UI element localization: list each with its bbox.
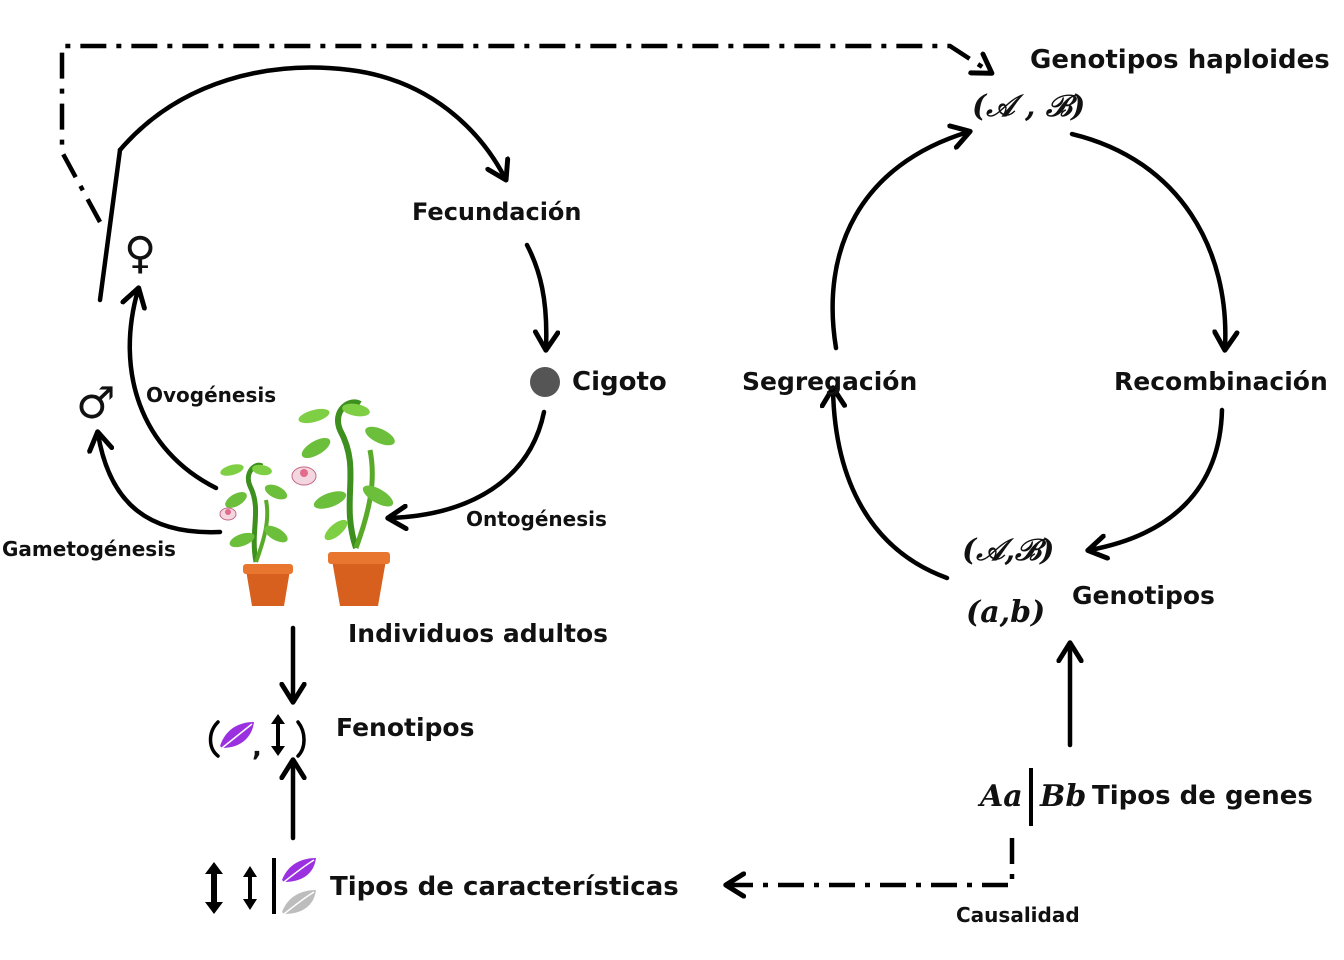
arrow-ovogenesis [130, 290, 219, 491]
characteristic-types [205, 858, 316, 915]
label-tipos-caracteristicas: Tipos de características [330, 872, 679, 902]
arrow-to-genotipos [1090, 407, 1225, 550]
arrow-to-recombinacion [1069, 131, 1225, 348]
large-pea-plant [291, 399, 395, 606]
label-causalidad: Causalidad [956, 903, 1080, 927]
label-genotipos: Genotipos [1072, 581, 1215, 610]
dashed-link-haploid [59, 43, 990, 224]
gene-b-symbol: Bb [1039, 779, 1086, 814]
label-segregacion: Segregación [742, 367, 917, 396]
label-cigoto: Cigoto [572, 367, 667, 397]
label-fecundacion: Fecundación [412, 198, 582, 226]
gamete-line [97, 147, 123, 303]
female-symbol: ♀ [124, 228, 156, 279]
label-recombinacion: Recombinación [1114, 367, 1328, 396]
comma-separator: , [252, 733, 262, 763]
paren-right [296, 720, 306, 758]
haploid-genotype-formula: (𝒜 , ℬ) [972, 89, 1085, 124]
label-tipos-genes: Tipos de genes [1092, 781, 1313, 811]
genotype-upper-formula: (𝒜,ℬ) [962, 533, 1054, 568]
label-genotipos-haploides: Genotipos haploides [1030, 45, 1330, 75]
double-arrow-icon [271, 714, 285, 756]
paren-left [208, 720, 220, 758]
dashed-causalidad [728, 838, 1015, 885]
phenotype-tuple: , [208, 714, 306, 763]
zygote-dot [530, 367, 560, 397]
tall-arrow-icon [205, 862, 223, 914]
arrow-to-cigoto [524, 242, 546, 348]
small-pea-plant [219, 462, 293, 606]
arrow-to-haploid [830, 132, 968, 351]
label-fenotipos: Fenotipos [336, 713, 474, 742]
arrow-to-fecundacion [117, 65, 505, 178]
genotype-lower-formula: (a,b) [966, 595, 1045, 630]
short-arrow-icon [243, 866, 257, 910]
gene-a-symbol: Aa [977, 779, 1023, 814]
label-gametogenesis: Gametogénesis [2, 537, 176, 561]
label-ontogenesis: Ontogénesis [466, 507, 607, 531]
arrow-gametogenesis [98, 434, 223, 535]
arrow-to-segregacion [833, 390, 950, 581]
label-individuos-adultos: Individuos adultos [348, 619, 608, 648]
male-symbol: ♂ [76, 378, 115, 429]
label-ovogenesis: Ovogénesis [146, 383, 276, 407]
arrow-ontogenesis [390, 409, 547, 518]
